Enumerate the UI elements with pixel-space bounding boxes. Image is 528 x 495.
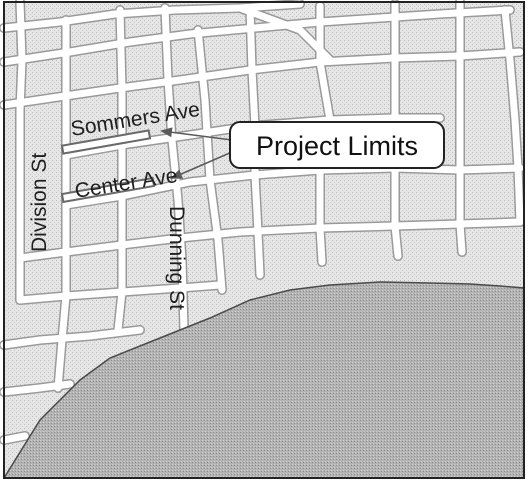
callout-box [229, 121, 445, 169]
callout-arrow-center [170, 151, 233, 179]
callout-arrow-sommers [160, 127, 233, 141]
project-segment-center [60, 176, 156, 204]
map-frame [3, 1, 525, 479]
label-division-st: Division St [28, 153, 51, 252]
water-body [2, 281, 525, 479]
street-network-fill [0, 0, 524, 444]
label-dunning-st: Dunning St [165, 206, 188, 310]
callout-label: Project Limits [256, 131, 418, 161]
project-segment-sommers [60, 129, 152, 155]
